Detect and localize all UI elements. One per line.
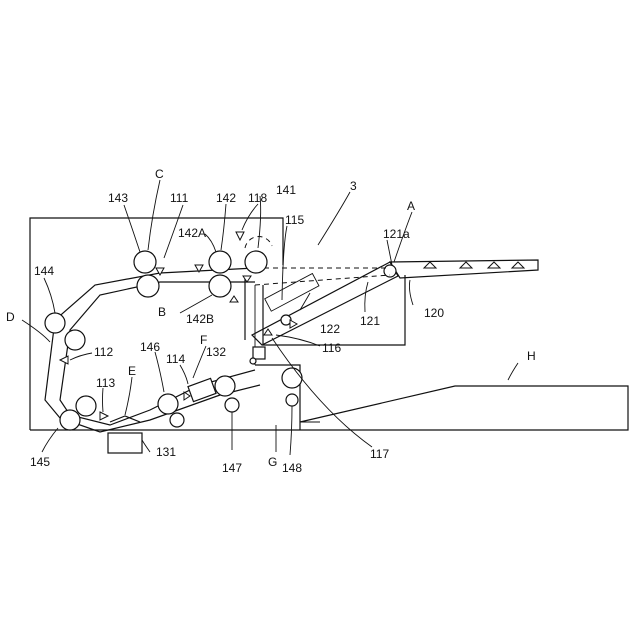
- label-H: H: [527, 349, 536, 363]
- label-111: 111: [170, 191, 189, 205]
- label-112: 112: [94, 345, 113, 359]
- label-146: 146: [140, 340, 160, 354]
- label-142A: 142A: [178, 226, 206, 240]
- label-G: G: [268, 455, 277, 469]
- label-142B: 142B: [186, 312, 214, 326]
- label-121: 121: [360, 314, 380, 328]
- roller-143-lower: [137, 275, 159, 297]
- roller-143-upper: [134, 251, 156, 273]
- roller-147-upper: [215, 376, 235, 396]
- label-143: 143: [108, 191, 128, 205]
- label-118: 118: [248, 191, 267, 205]
- label-120: 120: [424, 306, 444, 320]
- unit-131: [108, 433, 142, 453]
- roller-147-lower: [225, 398, 239, 412]
- label-115: 115: [285, 213, 304, 227]
- roller-141: [245, 251, 267, 273]
- roller-142B: [209, 275, 231, 297]
- roller-148-lower: [286, 394, 298, 406]
- label-C: C: [155, 167, 164, 181]
- label-116: 116: [322, 341, 341, 355]
- roller-145-left: [60, 410, 80, 430]
- label-147: 147: [222, 461, 242, 475]
- label-114: 114: [166, 352, 185, 366]
- output-tray: [300, 386, 628, 430]
- label-122: 122: [320, 322, 340, 336]
- roller-146: [158, 394, 178, 414]
- label-131: 131: [156, 445, 176, 459]
- label-A: A: [407, 199, 415, 213]
- labels: 3 A 121a 115 141 118 142 142A 111 C 143 …: [6, 167, 536, 475]
- label-117: 117: [370, 447, 389, 461]
- label-3: 3: [350, 179, 357, 193]
- manual-feed-tray: [252, 260, 538, 345]
- label-142: 142: [216, 191, 236, 205]
- label-113: 113: [96, 376, 115, 390]
- roller-148-upper: [282, 368, 302, 388]
- separation-pad-122: [265, 273, 319, 311]
- label-121a: 121a: [383, 227, 410, 241]
- label-148: 148: [282, 461, 302, 475]
- label-144: 144: [34, 264, 54, 278]
- label-141: 141: [276, 183, 296, 197]
- label-145: 145: [30, 455, 50, 469]
- roller-142A: [209, 251, 231, 273]
- roller-145-right: [76, 396, 96, 416]
- label-B: B: [158, 305, 166, 319]
- label-D: D: [6, 310, 15, 324]
- label-132: 132: [206, 345, 226, 359]
- roller-146-small: [170, 413, 184, 427]
- roller-144-lower: [65, 330, 85, 350]
- label-E: E: [128, 364, 136, 378]
- unit-117: [253, 347, 265, 359]
- roller-144-upper: [45, 313, 65, 333]
